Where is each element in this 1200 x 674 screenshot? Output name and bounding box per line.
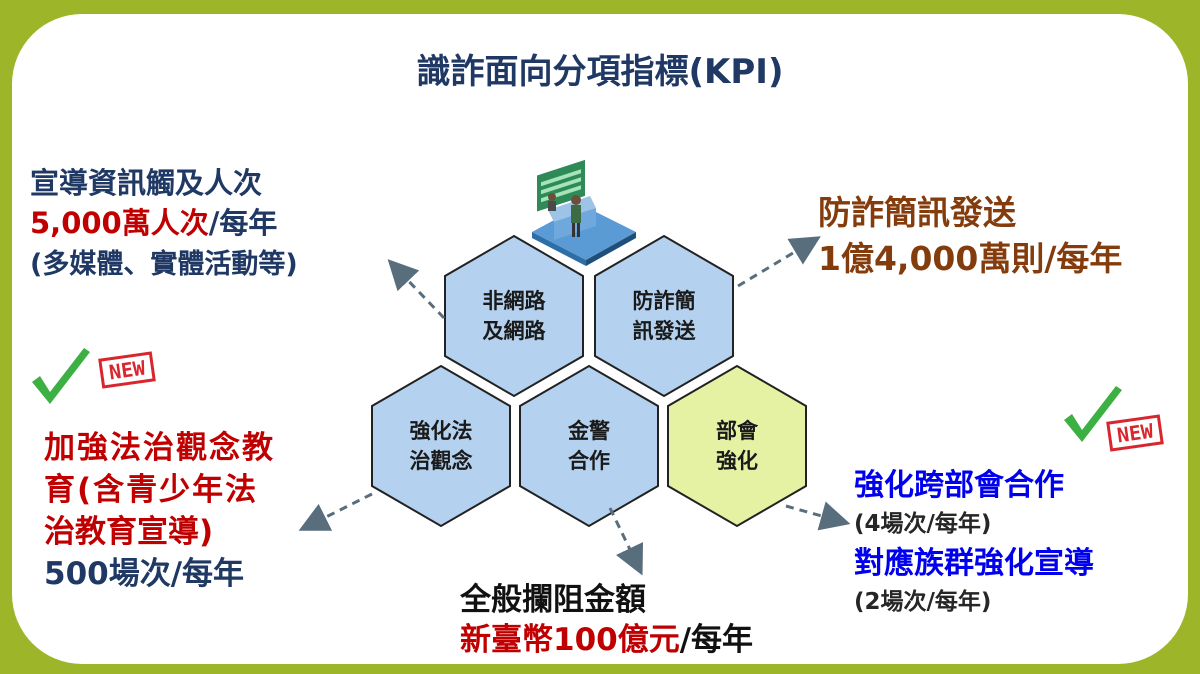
hexagon-ministry [667,364,807,528]
green-check-icon [32,348,90,404]
kpi-ministry-line1: 強化跨部會合作 [854,468,1064,503]
kpi-legal-value: 500場次/每年 [44,556,245,592]
kpi-ministry-line1-note: (4場次/每年) [854,511,992,537]
kpi-legal-line2: 育(含青少年法 [44,472,259,508]
kpi-awareness-unit: /每年 [208,206,278,240]
hexagon-label-non-network: 非網路及網路 [482,289,546,343]
arrow-to-sms [737,236,821,288]
kpi-block-unit: /每年 [679,622,754,658]
kpi-ministry-line2-note: (2場次/每年) [854,589,992,615]
page-title: 識詐面向分項指標(KPI) [416,52,784,92]
arrow-to-awareness [387,259,446,320]
hexagon-label-legal: 強化法治觀念 [409,419,473,473]
kpi-legal-line1: 加強法治觀念教 [44,430,275,466]
kpi-awareness-heading: 宣導資訊觸及人次 [30,166,263,200]
hexagon-non-network [444,234,584,398]
hexagon-sms [594,234,734,398]
hexagon-label-ministry: 部會強化 [716,419,758,473]
hexagon-label-finance-police: 金警合作 [568,419,610,473]
hexagon-legal [371,364,511,528]
arrow-to-ministry [785,501,851,531]
hexagon-label-sms: 防詐簡訊發送 [632,289,696,343]
hexagon-finance-police [519,364,659,528]
kpi-awareness-note: (多媒體、實體活動等) [30,249,298,280]
green-check-icon [1064,386,1122,442]
kpi-legal-line3: 治教育宣導) [44,514,214,550]
kpi-block-value: 新臺幣100億元 [460,622,680,658]
kpi-sms-value: 1億4,000萬則/每年 [818,239,1123,278]
arrow-to-legal [298,492,373,531]
kpi-awareness-value: 5,000萬人次 [30,206,209,240]
kpi-ministry-line2: 對應族群強化宣導 [854,546,1094,581]
arrow-to-block [608,507,644,576]
kpi-block-value-line: 新臺幣100億元/每年 [460,614,753,659]
kpi-awareness-value-line: 5,000萬人次/每年 [30,200,277,242]
bank-counter-illustration-icon [532,159,636,266]
kpi-block-heading: 全般攔阻金額 [460,582,646,618]
kpi-sms-heading: 防詐簡訊發送 [818,193,1016,232]
